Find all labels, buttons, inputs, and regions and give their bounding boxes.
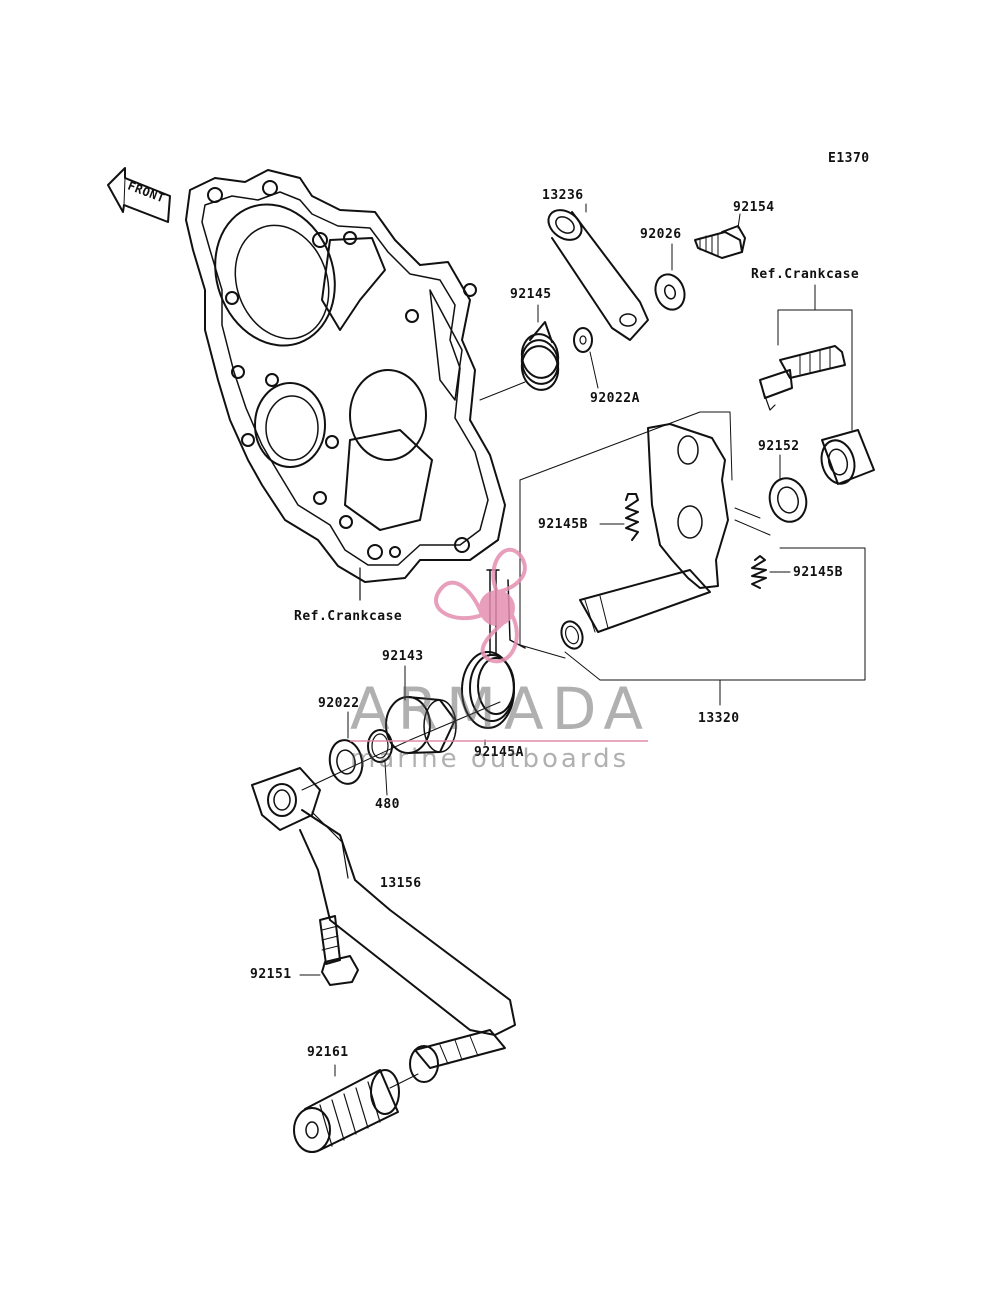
- washer-92026: [654, 243, 686, 311]
- bolt-92151: [299, 915, 359, 986]
- collar-92143: [385, 665, 457, 754]
- shift-arm-13236: [547, 203, 649, 341]
- label-92026: 92026: [640, 227, 682, 242]
- label-92145B-left: 92145B: [538, 517, 588, 532]
- watermark-underline: [350, 740, 648, 742]
- circlip-480: [367, 729, 393, 796]
- spring-92145: [520, 304, 560, 391]
- label-92145B-right: 92145B: [793, 565, 843, 580]
- label-13320: 13320: [698, 711, 740, 726]
- armada-logo-icon: [434, 547, 527, 664]
- shift-shaft-13320: [519, 411, 866, 706]
- label-13236: 13236: [542, 188, 584, 203]
- label-480: 480: [375, 797, 400, 812]
- watermark-brand: ARMADA: [350, 675, 652, 743]
- bolt-92154: [694, 213, 746, 259]
- label-92152: 92152: [758, 439, 800, 454]
- washer-92022A: [573, 327, 599, 389]
- front-arrow-icon: [107, 167, 171, 223]
- label-92145A: 92145A: [474, 745, 524, 760]
- crankcase-stud: [759, 284, 853, 431]
- pedal-rubber-92161: [293, 1064, 419, 1153]
- diagram-code: E1370: [828, 151, 870, 166]
- label-92151: 92151: [250, 967, 292, 982]
- label-92161: 92161: [307, 1045, 349, 1060]
- label-ref-crankcase-left: Ref.Crankcase: [294, 609, 403, 624]
- label-92022: 92022: [318, 696, 360, 711]
- label-ref-crankcase-top: Ref.Crankcase: [751, 267, 860, 282]
- label-13156: 13156: [380, 876, 422, 891]
- spring-92145B-left: [599, 493, 639, 541]
- label-92143: 92143: [382, 649, 424, 664]
- crankcase-cover: [185, 169, 506, 601]
- needle-bearing: [734, 429, 875, 536]
- label-92022A: 92022A: [590, 391, 640, 406]
- washer-92022: [328, 711, 364, 785]
- watermark-tagline: marine outboards: [350, 744, 630, 774]
- label-92145: 92145: [510, 287, 552, 302]
- shift-pedal-13156: [251, 767, 516, 1083]
- label-92154: 92154: [733, 200, 775, 215]
- bearing-92152: [768, 454, 808, 523]
- spring-92145B-right: [751, 555, 791, 589]
